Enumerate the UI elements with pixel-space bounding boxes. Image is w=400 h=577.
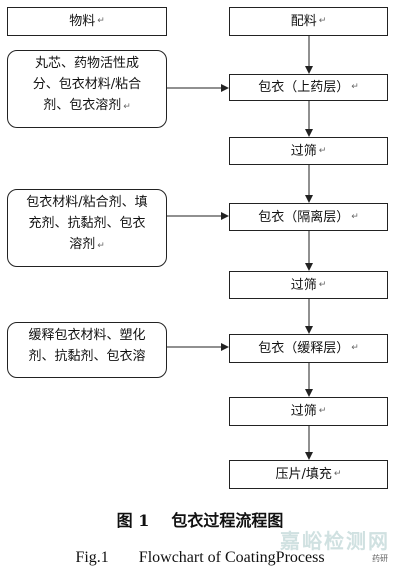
coat-release-layer-box: 包衣（缓释层）↵ [229, 334, 388, 363]
coat-release-layer-label: 包衣（缓释层） [258, 341, 350, 356]
return-mark-icon: ↵ [318, 145, 327, 156]
sieve-3-label: 过筛 [290, 404, 317, 419]
isolation-layer-inputs-box: 包衣材料/粘合剂、填 充剂、抗黏剂、包衣 溶剂↵ [7, 189, 167, 267]
return-mark-icon: ↵ [351, 343, 359, 353]
sieve-3-box: 过筛↵ [229, 397, 388, 426]
sieve-1-label: 过筛 [290, 143, 317, 159]
figure-caption-english: Fig.1 Flowchart of CoatingProcess [0, 549, 400, 567]
return-mark-icon: ↵ [97, 16, 105, 26]
sieve-2-label: 过筛 [290, 277, 317, 293]
return-mark-icon: ↵ [318, 16, 327, 26]
watermark-logo: 嘉峪检测网 [280, 529, 390, 553]
release-layer-inputs-line-1: 缓释包衣材料、塑化 [28, 328, 146, 343]
return-mark-icon: ↵ [318, 279, 327, 290]
figure-number-cn: 图 1 [116, 511, 150, 530]
drug-layer-inputs-box: 丸芯、药物活性成 分、包衣材料/粘合 剂、包衣溶剂↵ [7, 50, 167, 128]
materials-label: 物料 [69, 14, 96, 29]
return-mark-icon: ↵ [351, 211, 359, 222]
return-mark-icon: ↵ [318, 406, 327, 416]
press-fill-label: 压片/填充 [275, 467, 332, 482]
return-mark-icon: ↵ [97, 241, 105, 251]
figure-title-cn: 包衣过程流程图 [171, 511, 284, 530]
release-layer-inputs-box: 缓释包衣材料、塑化 剂、抗黏剂、包衣溶 [7, 322, 167, 378]
return-mark-icon: ↵ [333, 469, 342, 479]
drug-layer-inputs-line-1: 丸芯、药物活性成 [34, 56, 139, 71]
return-mark-icon: ↵ [351, 82, 359, 92]
figure-title-en: Flowchart of CoatingProcess [138, 549, 325, 566]
figure-caption-chinese: 图 1 包衣过程流程图 [0, 507, 400, 531]
release-layer-inputs-line-2: 剂、抗黏剂、包衣溶 [28, 349, 146, 364]
isolation-layer-inputs-line-1: 包衣材料/粘合剂、填 [26, 195, 148, 210]
sieve-2-box: 过筛↵ [229, 271, 388, 299]
isolation-layer-inputs-line-2: 充剂、抗黏剂、包衣 [28, 216, 146, 231]
press-fill-box: 压片/填充↵ [229, 460, 388, 489]
coat-drug-layer-box: 包衣（上药层）↵ [229, 74, 388, 101]
return-mark-icon: ↵ [123, 102, 131, 112]
drug-layer-inputs-line-3: 剂、包衣溶剂 [43, 98, 122, 113]
drug-layer-inputs-line-2: 分、包衣材料/粘合 [32, 77, 142, 92]
figure-number-en: Fig.1 [75, 549, 109, 566]
sieve-1-box: 过筛↵ [229, 137, 388, 165]
materials-box: 物料↵ [7, 7, 167, 36]
isolation-layer-inputs-line-3: 溶剂 [69, 237, 96, 252]
formulation-label: 配料 [290, 14, 317, 29]
coat-drug-layer-label: 包衣（上药层） [258, 80, 350, 95]
formulation-box: 配料↵ [229, 7, 388, 36]
watermark-small-text: 药研 [372, 554, 388, 563]
coat-isolation-layer-box: 包衣（隔离层）↵ [229, 203, 388, 231]
coat-isolation-layer-label: 包衣（隔离层） [258, 209, 350, 225]
